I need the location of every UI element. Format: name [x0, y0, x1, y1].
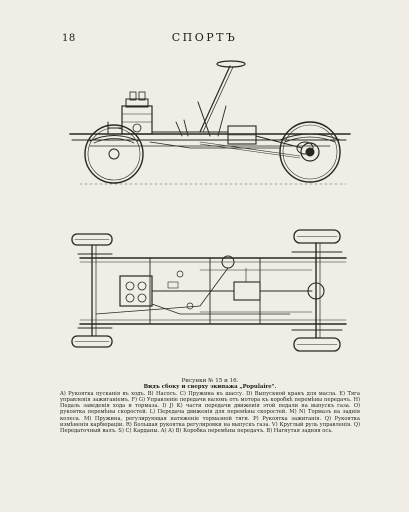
top-view — [71, 229, 347, 352]
journal-title: СПОРТЪ — [171, 31, 238, 44]
caption-figures: Рисунки № 15 и 16. — [181, 378, 239, 384]
caption-legend: A) Рукоятка пусканія въ ходъ. B) Насосъ.… — [60, 391, 360, 434]
caption-subtitle: Видъ сбоку и сверху экипажа „Populaire". — [143, 384, 277, 391]
chassis-engraving — [69, 60, 351, 352]
figure-caption: Рисунки № 15 и 16. Видъ сбоку и сверху э… — [60, 378, 360, 434]
page-number: 18 — [62, 33, 76, 44]
side-view — [69, 60, 351, 185]
